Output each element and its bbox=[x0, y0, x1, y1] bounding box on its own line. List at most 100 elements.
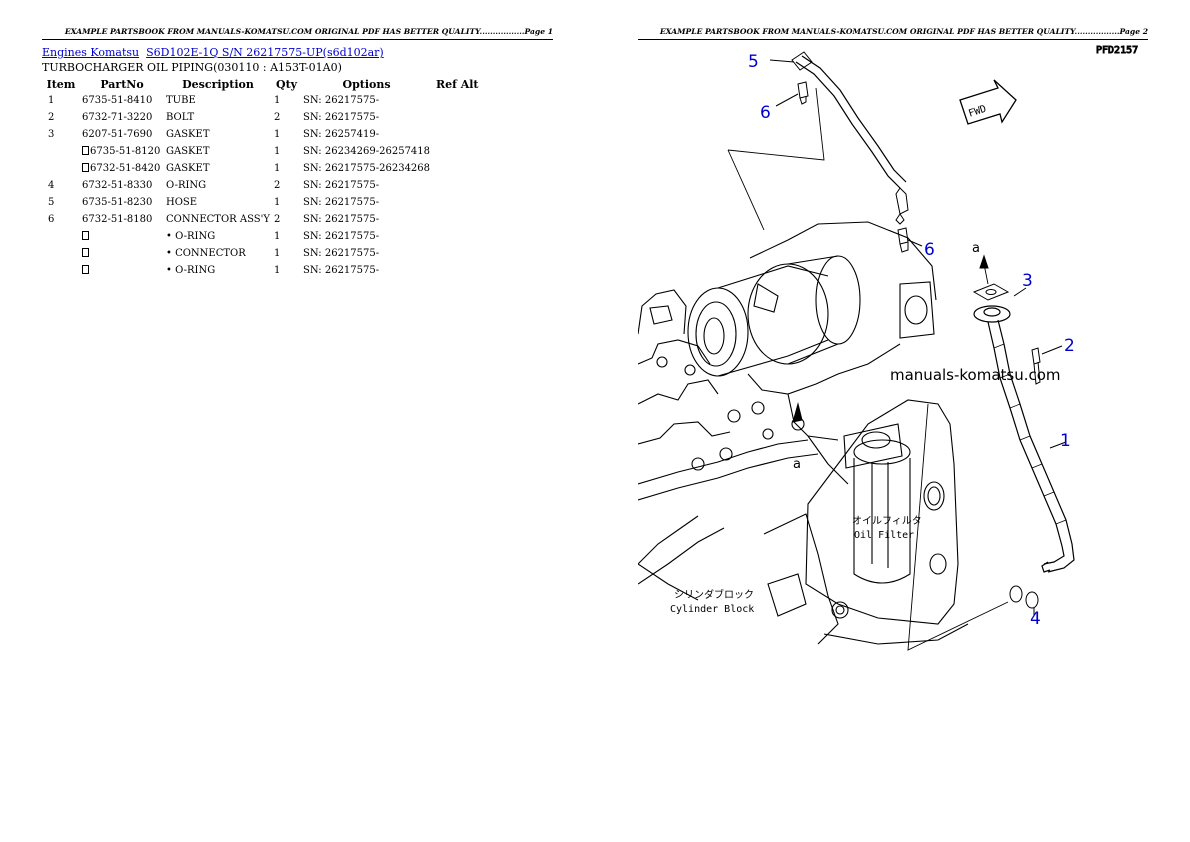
item-cell bbox=[42, 262, 80, 279]
cylinder-block-label-en: Cylinder Block bbox=[670, 604, 754, 615]
options-cell: SN: 26217575- bbox=[301, 177, 432, 194]
description-cell-text: • O-RING bbox=[166, 231, 216, 242]
qty-cell-text: 1 bbox=[273, 248, 281, 259]
description-cell: CONNECTOR ASS'Y bbox=[164, 211, 272, 228]
item-cell: 1 bbox=[42, 92, 80, 109]
qty-cell: 2 bbox=[272, 211, 301, 228]
qty-cell-text: 2 bbox=[273, 112, 281, 123]
callout-5: 5 bbox=[748, 52, 759, 72]
options-cell-text: SN: 26217575-26234268 bbox=[303, 163, 431, 174]
options-cell-text: SN: 26217575- bbox=[303, 214, 380, 225]
description-cell: GASKET bbox=[164, 126, 272, 143]
description-cell-text: GASKET bbox=[166, 146, 210, 157]
options-cell: SN: 26234269-26257418 bbox=[301, 143, 432, 160]
options-cell: SN: 26217575-26234268 bbox=[301, 160, 432, 177]
col-header-description: Description bbox=[182, 78, 254, 91]
refalt-cell bbox=[432, 109, 483, 126]
watermark-text: manuals-komatsu.com bbox=[890, 366, 1061, 384]
options-cell: SN: 26217575- bbox=[301, 109, 432, 126]
options-cell-text: SN: 26234269-26257418 bbox=[303, 146, 431, 157]
qty-cell-text: 2 bbox=[273, 180, 281, 191]
oil-filter-label-jp: オイルフィルタ bbox=[852, 515, 922, 527]
partno-cell bbox=[80, 245, 164, 262]
qty-cell-text: 1 bbox=[273, 95, 281, 106]
description-cell-text: CONNECTOR ASS'Y bbox=[166, 214, 270, 225]
gasket-drawing bbox=[972, 283, 1010, 301]
callout-6-top: 6 bbox=[760, 103, 771, 123]
partno-cell-text: 6735-51-8230 bbox=[82, 197, 153, 208]
engine-drawing bbox=[638, 221, 969, 645]
qty-cell-text: 1 bbox=[273, 265, 281, 276]
options-cell-text: SN: 26217575- bbox=[303, 231, 380, 242]
refalt-cell bbox=[432, 160, 483, 177]
page-header-left: EXAMPLE PARTSBOOK FROM MANUALS-KOMATSU.C… bbox=[42, 25, 553, 40]
options-cell: SN: 26257419- bbox=[301, 126, 432, 143]
description-cell-text: HOSE bbox=[166, 197, 198, 208]
item-cell bbox=[42, 228, 80, 245]
refalt-cell bbox=[432, 126, 483, 143]
description-cell: GASKET bbox=[164, 143, 272, 160]
description-cell-text: • O-RING bbox=[166, 265, 216, 276]
breadcrumb-link-engines[interactable]: Engines Komatsu bbox=[42, 46, 140, 59]
qty-cell-text: 1 bbox=[273, 146, 281, 157]
qty-cell: 2 bbox=[272, 177, 301, 194]
options-cell-text: SN: 26257419- bbox=[303, 129, 380, 140]
description-cell: BOLT bbox=[164, 109, 272, 126]
col-header-refalt: Ref Alt bbox=[436, 78, 479, 91]
qty-cell: 1 bbox=[272, 160, 301, 177]
description-cell-text: • CONNECTOR bbox=[166, 248, 246, 259]
options-cell: SN: 26217575- bbox=[301, 194, 432, 211]
refalt-cell bbox=[432, 211, 483, 228]
refalt-cell bbox=[432, 245, 483, 262]
breadcrumb-link-model[interactable]: S6D102E-1Q S/N 26217575-UP(s6d102ar) bbox=[146, 46, 384, 59]
fwd-label: FWD bbox=[967, 104, 988, 120]
bolt-drawing bbox=[1031, 347, 1041, 385]
description-cell-text: BOLT bbox=[166, 112, 195, 123]
parts-table: Item PartNo Description Qty Options Ref … bbox=[42, 77, 483, 279]
drawing-code: PFD2157 bbox=[1096, 45, 1138, 56]
checkbox-glyph-icon bbox=[82, 163, 89, 172]
partno-cell: 6732-51-8180 bbox=[80, 211, 164, 228]
description-cell: O-RING bbox=[164, 177, 272, 194]
partno-cell: 6207-51-7690 bbox=[80, 126, 164, 143]
partno-cell bbox=[80, 228, 164, 245]
ref-letter-a-right: a bbox=[972, 241, 980, 256]
qty-cell: 1 bbox=[272, 126, 301, 143]
options-cell: SN: 26217575- bbox=[301, 211, 432, 228]
partno-cell: 6732-51-8420 bbox=[80, 160, 164, 177]
forward-arrow-icon: FWD bbox=[959, 79, 1017, 125]
page-header-right: EXAMPLE PARTSBOOK FROM MANUALS-KOMATSU.C… bbox=[638, 25, 1148, 40]
qty-cell-text: 1 bbox=[273, 163, 281, 174]
item-cell-text: 4 bbox=[48, 180, 55, 191]
item-cell-text: 3 bbox=[48, 129, 55, 140]
hose-drawing bbox=[791, 51, 909, 225]
options-cell: SN: 26217575- bbox=[301, 228, 432, 245]
item-cell: 5 bbox=[42, 194, 80, 211]
description-cell: HOSE bbox=[164, 194, 272, 211]
callout-1: 1 bbox=[1060, 431, 1071, 451]
item-cell: 6 bbox=[42, 211, 80, 228]
ref-letter-a-left: a bbox=[793, 457, 801, 472]
description-cell-text: O-RING bbox=[166, 180, 207, 191]
qty-cell: 2 bbox=[272, 109, 301, 126]
callout-4: 4 bbox=[1030, 609, 1041, 629]
partno-cell: 6735-51-8120 bbox=[80, 143, 164, 160]
refalt-cell bbox=[432, 228, 483, 245]
item-cell: 3 bbox=[42, 126, 80, 143]
options-cell-text: SN: 26217575- bbox=[303, 197, 380, 208]
col-header-options: Options bbox=[342, 78, 391, 91]
connector-lower-drawing bbox=[897, 227, 909, 253]
parts-diagram: PFD2157 FWD bbox=[638, 45, 1139, 651]
options-cell: SN: 26217575- bbox=[301, 92, 432, 109]
refalt-cell bbox=[432, 262, 483, 279]
o-rings-drawing bbox=[1009, 585, 1039, 609]
checkbox-glyph-icon bbox=[82, 146, 89, 155]
options-cell-text: SN: 26217575- bbox=[303, 180, 380, 191]
